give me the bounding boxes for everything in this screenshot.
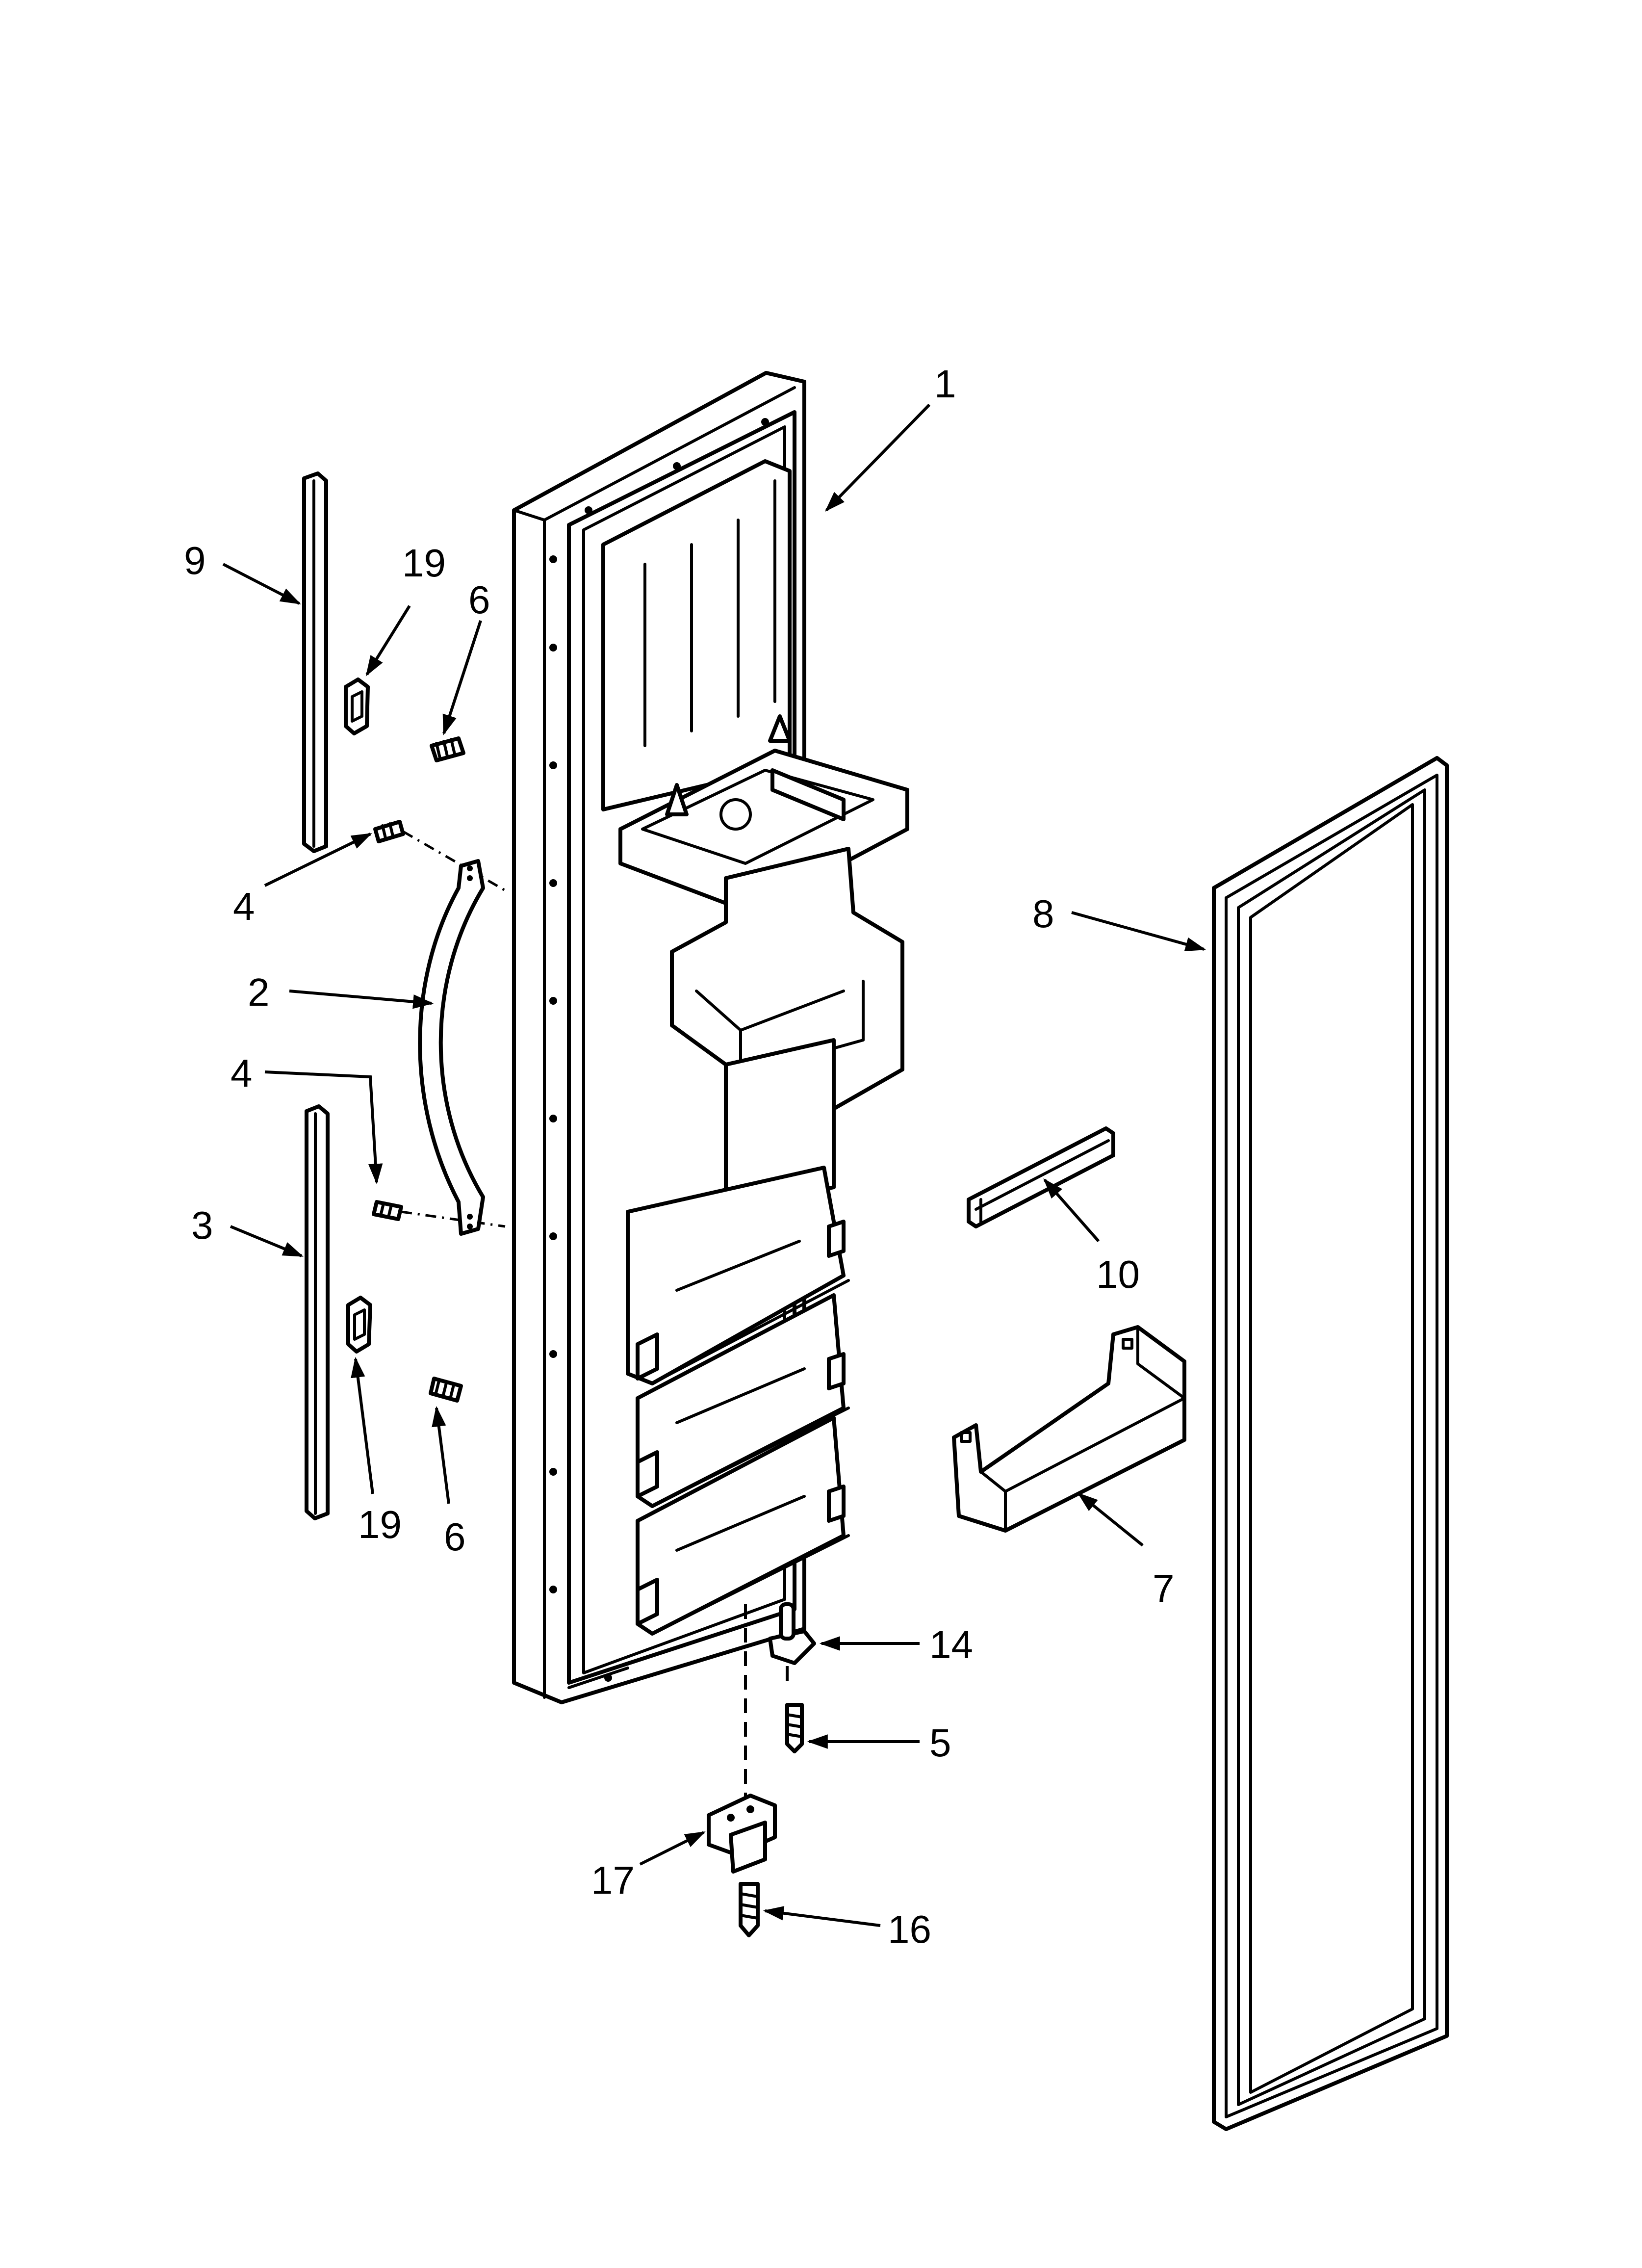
screw-6-upper — [430, 736, 465, 762]
trim-clip-upper — [344, 678, 370, 735]
callout-5: 5 — [929, 1721, 951, 1765]
door-bin — [952, 1325, 1186, 1533]
trim-clip-lower — [346, 1296, 372, 1354]
leader-lines — [222, 403, 1206, 1927]
handle-screw-lower — [372, 1200, 403, 1221]
screw-6-lower — [429, 1377, 463, 1403]
freezer-door — [512, 371, 909, 1704]
door-shelves — [626, 1166, 850, 1636]
upper-trim-strip — [302, 471, 328, 853]
callout-3: 3 — [191, 1203, 213, 1247]
callout-8: 8 — [1032, 892, 1054, 936]
door-handle — [418, 859, 485, 1236]
handle-screw-upper — [373, 820, 405, 843]
hinge-screw-5 — [785, 1703, 804, 1753]
callout-6-upper: 6 — [468, 578, 490, 622]
callout-4-lower: 4 — [231, 1051, 253, 1095]
callout-1: 1 — [934, 362, 956, 406]
shelf-retainer-bar — [967, 1126, 1115, 1228]
hinge-pin-bracket — [768, 1602, 816, 1665]
door-edge-holes — [549, 418, 769, 1593]
callout-4-upper: 4 — [233, 885, 255, 928]
lower-trim-strip — [305, 1104, 330, 1520]
callout-17: 17 — [591, 1858, 635, 1902]
handle-screw-line-lower — [401, 1210, 506, 1228]
callout-9: 9 — [184, 539, 206, 582]
callout-7: 7 — [1153, 1566, 1175, 1610]
handle-screw-line-upper — [402, 830, 506, 892]
callout-16: 16 — [888, 1907, 931, 1951]
callout-19-lower: 19 — [358, 1503, 402, 1546]
callout-2: 2 — [248, 970, 270, 1014]
callout-19-upper: 19 — [402, 541, 446, 585]
lower-hinge — [707, 1794, 777, 1874]
callout-14: 14 — [929, 1623, 973, 1667]
hinge-screw-16 — [739, 1882, 760, 1937]
callout-10: 10 — [1096, 1252, 1140, 1296]
door-gasket — [1212, 756, 1449, 2131]
callout-6-lower: 6 — [444, 1515, 466, 1559]
